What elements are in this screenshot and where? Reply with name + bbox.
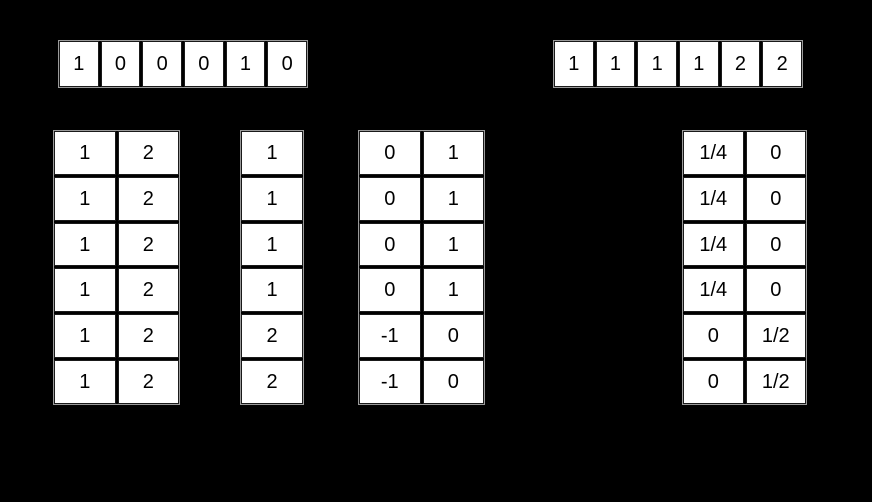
cell: 0 bbox=[683, 314, 744, 359]
cell: 2 bbox=[117, 131, 179, 175]
cell: 1 bbox=[54, 360, 116, 404]
cell: 1 bbox=[422, 268, 484, 313]
cell: 1 bbox=[241, 131, 303, 175]
cell: 0 bbox=[745, 268, 806, 313]
cell: 0 bbox=[745, 131, 806, 175]
cell: 0 bbox=[100, 41, 141, 87]
cell: 2 bbox=[117, 222, 179, 267]
cell: 1 bbox=[637, 41, 677, 87]
cell: 2 bbox=[241, 314, 303, 359]
cell: 1 bbox=[241, 176, 303, 221]
cell: 1/4 bbox=[683, 222, 744, 267]
cell: -1 bbox=[359, 314, 421, 359]
cell: 1 bbox=[241, 222, 303, 267]
cell: 0 bbox=[422, 360, 484, 404]
cell: 2 bbox=[117, 314, 179, 359]
cell: 0 bbox=[359, 222, 421, 267]
cell: 1/4 bbox=[683, 268, 744, 313]
cell: 1 bbox=[54, 131, 116, 175]
cell: -1 bbox=[359, 360, 421, 404]
cell: 2 bbox=[720, 41, 761, 87]
cell: 2 bbox=[117, 360, 179, 404]
cell: 1 bbox=[679, 41, 719, 87]
cell: 1/2 bbox=[745, 360, 806, 404]
cell: 2 bbox=[117, 176, 179, 221]
cell: 1 bbox=[225, 41, 266, 87]
cell: 0 bbox=[359, 268, 421, 313]
cell: 1 bbox=[241, 268, 303, 313]
cell: 0 bbox=[745, 222, 806, 267]
cell: 2 bbox=[241, 360, 303, 404]
cell: 1 bbox=[54, 176, 116, 221]
cell: 1/4 bbox=[683, 131, 744, 175]
cell: 1 bbox=[422, 222, 484, 267]
cell: 2 bbox=[762, 41, 802, 87]
cell: 1 bbox=[54, 268, 116, 313]
cell: 1 bbox=[422, 131, 484, 175]
cell: 0 bbox=[359, 176, 421, 221]
cell: 0 bbox=[422, 314, 484, 359]
cell: 1 bbox=[59, 41, 99, 87]
cell: 0 bbox=[267, 41, 307, 87]
cell: 1 bbox=[54, 314, 116, 359]
cell: 1/4 bbox=[683, 176, 744, 221]
cell: 2 bbox=[117, 268, 179, 313]
cell: 1 bbox=[554, 41, 594, 87]
cell: 0 bbox=[683, 360, 744, 404]
cell: 0 bbox=[359, 131, 421, 175]
cell: 1 bbox=[54, 222, 116, 267]
cell: 1/2 bbox=[745, 314, 806, 359]
cell: 0 bbox=[142, 41, 182, 87]
cell: 0 bbox=[184, 41, 224, 87]
cell: 1 bbox=[595, 41, 636, 87]
cell: 0 bbox=[745, 176, 806, 221]
cell: 1 bbox=[422, 176, 484, 221]
